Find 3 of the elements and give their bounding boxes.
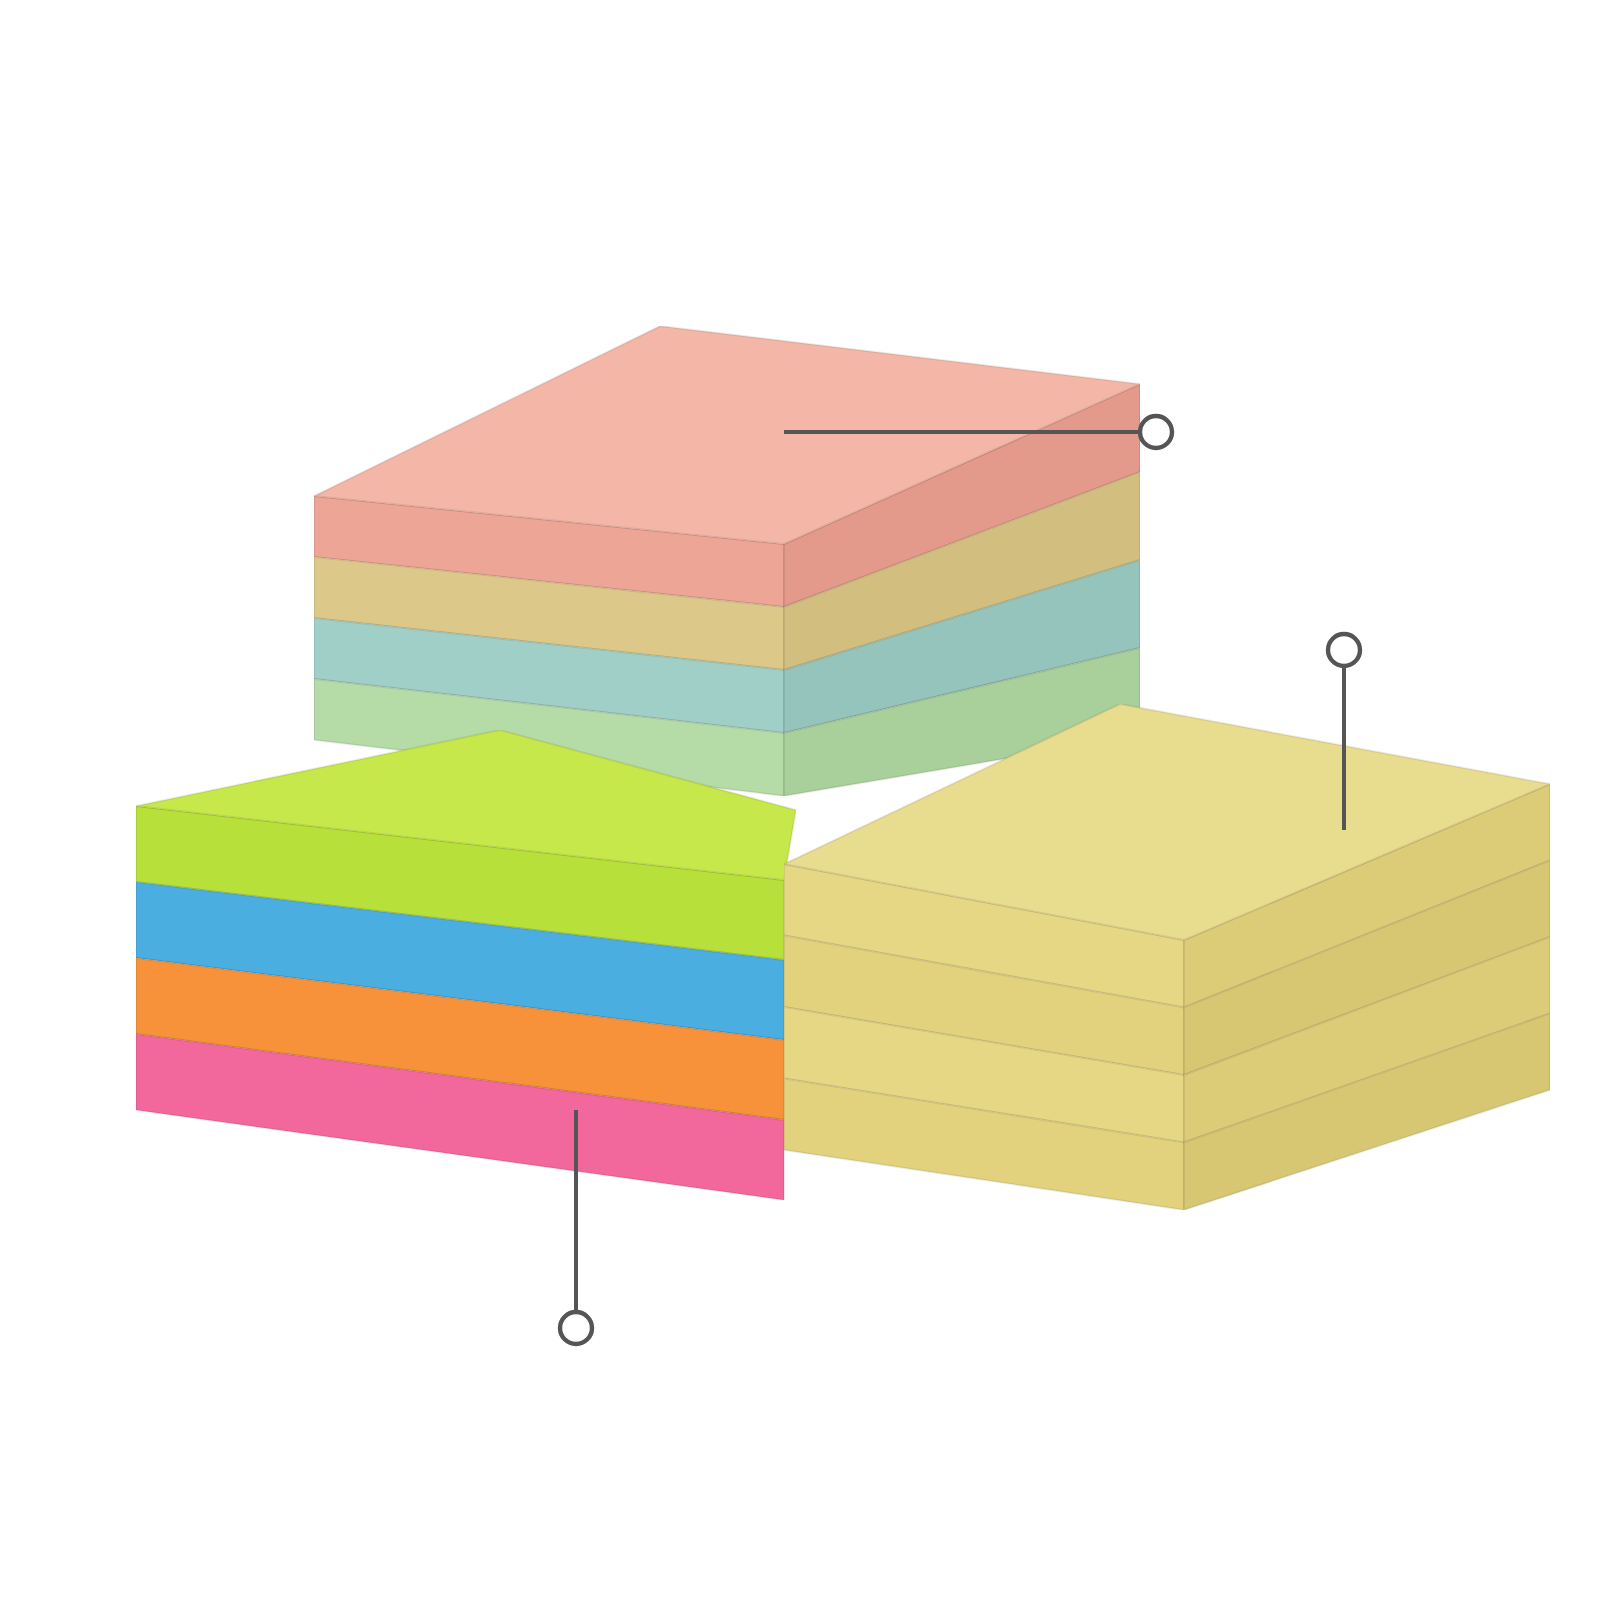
leader-line [557, 1110, 595, 1347]
leader-line [1325, 631, 1363, 830]
leader-line [784, 413, 1175, 451]
